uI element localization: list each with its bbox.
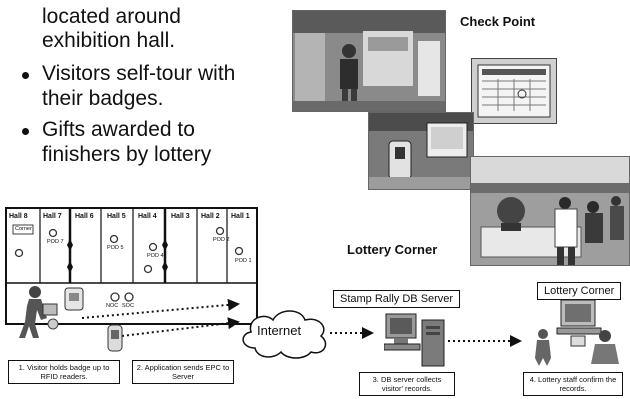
checkpoint-photo-1	[292, 10, 446, 112]
noc-label: NOC	[106, 303, 119, 309]
pod-label: POD 7	[47, 239, 64, 245]
bullet-text-line: Visitors self-tour with	[42, 62, 236, 85]
checkpoint-label: Check Point	[460, 14, 536, 29]
db-server-title: Stamp Rally DB Server	[333, 290, 461, 308]
corner-label: Corner	[15, 226, 32, 232]
step-3-caption: 3. DB server collects visitor' records.	[359, 372, 455, 396]
lottery-corner-title: Lottery Corner	[537, 282, 622, 300]
hall-label: Hall 2	[201, 213, 220, 220]
hall-label: Hall 3	[171, 213, 190, 220]
bullet-text-line: finishers by lottery	[42, 143, 212, 166]
hall-label: Hall 1	[231, 213, 250, 220]
rfid-reader-icon	[107, 324, 123, 352]
exhibition-floor-plan: Hall 8 Hall 7 Hall 6 Hall 5 Hall 4 Hall …	[5, 207, 258, 325]
bullet-dot	[22, 72, 29, 79]
reader-photo	[368, 112, 474, 190]
bullet-dot	[22, 128, 29, 135]
db-server-icon	[384, 313, 445, 367]
hall-label: Hall 6	[75, 213, 94, 220]
pod-label: POD 1	[235, 258, 252, 264]
bullet-text-line: exhibition hall.	[42, 29, 176, 52]
bullet-text-line: their badges.	[42, 87, 164, 110]
hall-label: Hall 7	[43, 213, 62, 220]
lottery-staff-icon	[535, 299, 619, 366]
hall-label: Hall 8	[9, 213, 28, 220]
badge-photo	[471, 58, 557, 124]
visitor-icon	[19, 286, 84, 338]
bullet-text-line: located around	[42, 5, 181, 28]
step-2-caption: 2. Application sends EPC to Server	[132, 360, 234, 384]
hall-label: Hall 5	[107, 213, 126, 220]
internet-label: Internet	[257, 323, 302, 338]
step-1-caption: 1. Visitor holds badge up to RFID reader…	[8, 360, 120, 384]
pod-label: POD 2	[213, 237, 230, 243]
lottery-corner-photo-label: Lottery Corner	[347, 242, 438, 257]
pod-label: POD 4	[147, 253, 164, 259]
step-4-caption: 4. Lottery staff confirm the records.	[523, 372, 623, 396]
internet-cloud-icon	[242, 310, 327, 359]
lottery-corner-photo	[470, 156, 630, 266]
hall-label: Hall 4	[138, 213, 157, 220]
soc-label: SOC	[122, 303, 134, 309]
pod-label: POD 5	[107, 245, 124, 251]
bullet-text-line: Gifts awarded to	[42, 118, 195, 141]
